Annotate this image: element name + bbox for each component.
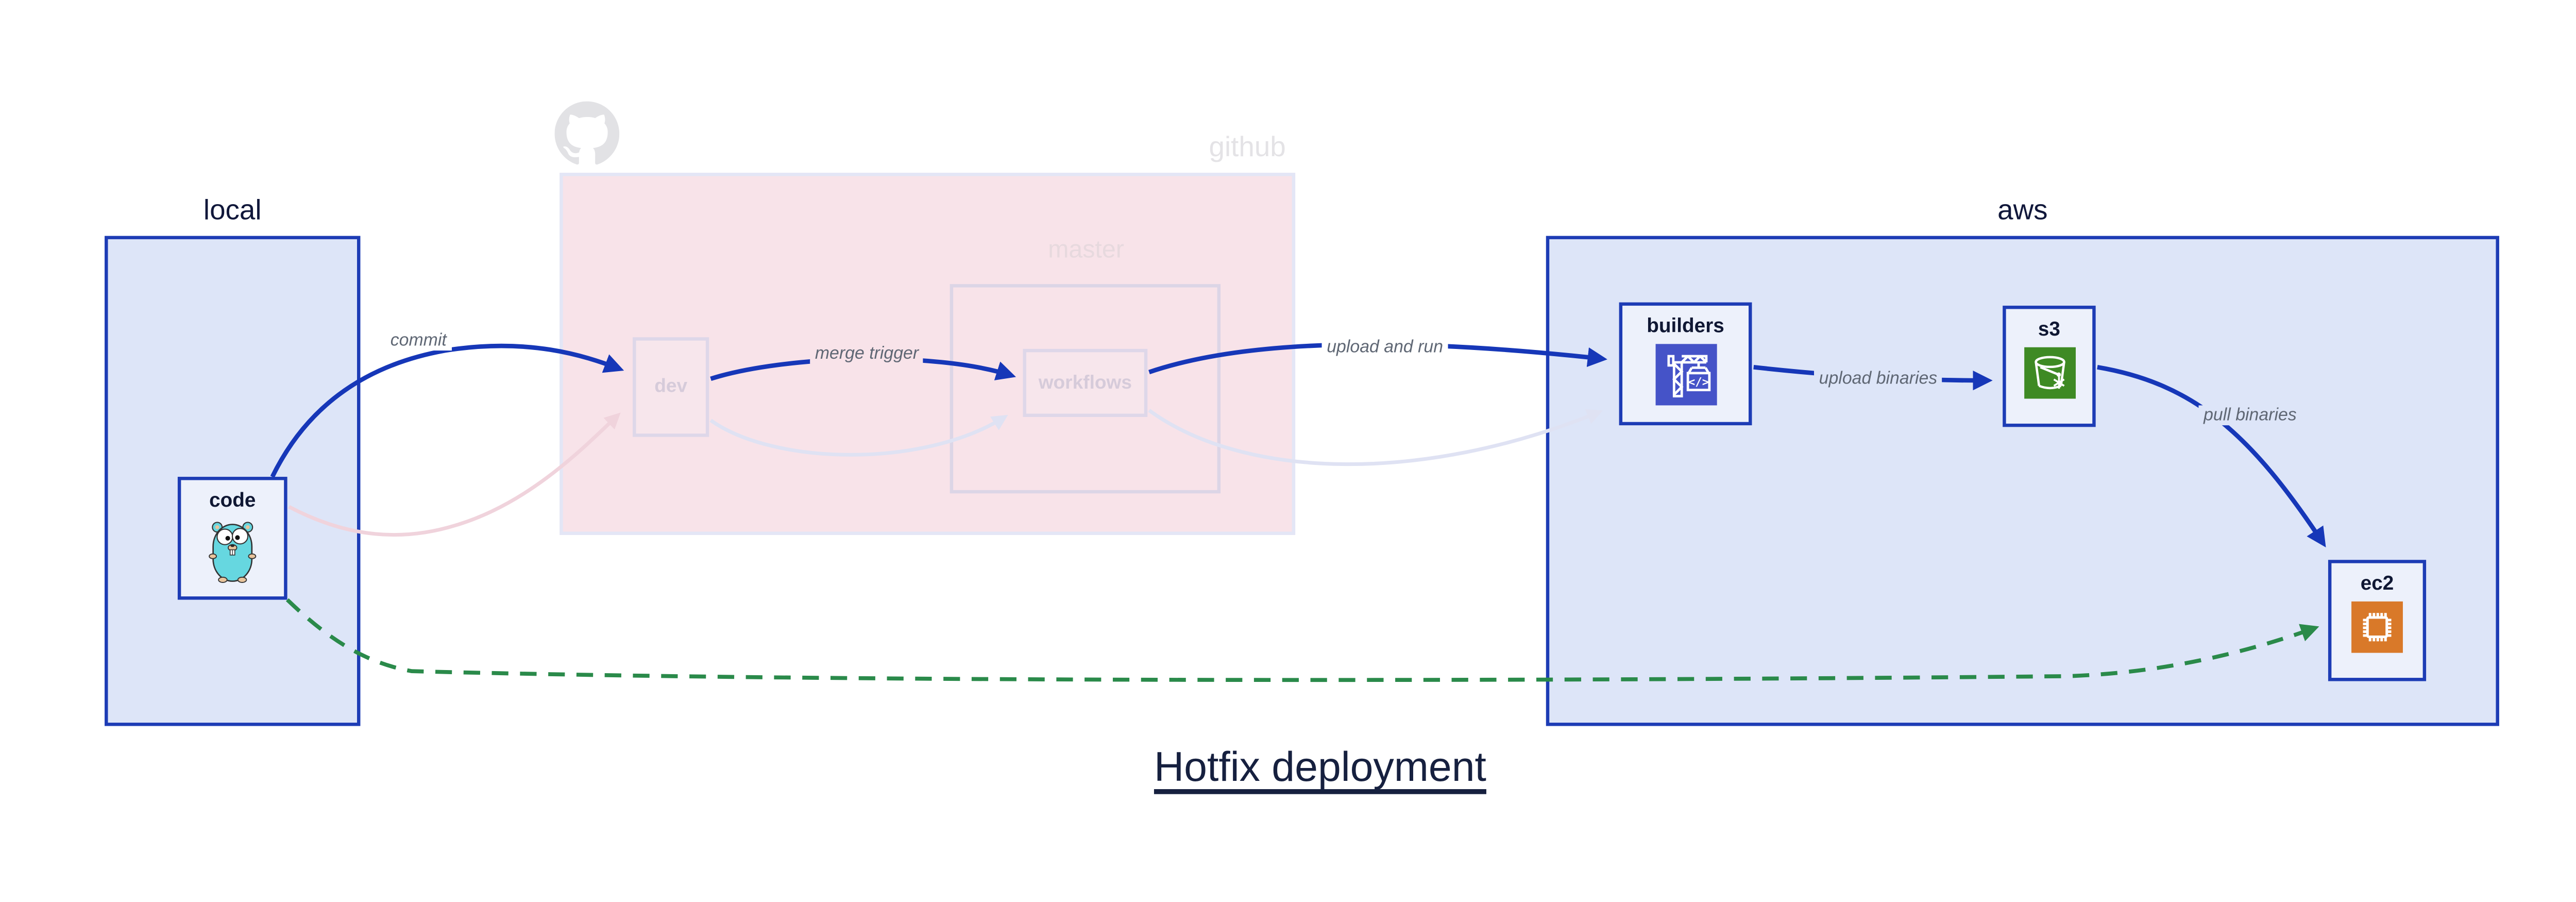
- node-ec2: ec2: [2328, 560, 2427, 681]
- gopher-icon: [208, 519, 258, 592]
- edge-faded-upload-line: [1148, 409, 1603, 466]
- container-aws-label: aws: [1997, 194, 2048, 226]
- edge-pull-binaries-line: [2097, 365, 2326, 547]
- node-workflows: workflows: [1023, 348, 1148, 417]
- page-title: Hotfix deployment: [1154, 744, 1486, 791]
- edge-label-merge-trigger: merge trigger: [810, 344, 924, 364]
- container-master: [950, 284, 1221, 494]
- node-dev-label: dev: [654, 377, 688, 397]
- edge-label-commit: commit: [385, 330, 452, 351]
- edge-hotfix-dashed-line: [285, 598, 2319, 682]
- node-ec2-label: ec2: [2360, 571, 2394, 595]
- node-dev: dev: [633, 337, 709, 437]
- node-code-label: code: [209, 488, 256, 512]
- container-master-label: master: [1048, 236, 1124, 264]
- github-octocat-icon: [554, 101, 620, 175]
- container-local-label: local: [203, 194, 262, 226]
- edge-faded-commit-line: [288, 412, 621, 537]
- ec2-chip-icon: [2351, 601, 2403, 661]
- node-workflows-label: workflows: [1038, 373, 1132, 393]
- edge-faded-merge-line: [709, 414, 1008, 457]
- container-github-label: github: [1209, 131, 1286, 163]
- edge-label-upload-binaries: upload binaries: [1814, 369, 1942, 389]
- codebuild-crane-icon: </>: [1654, 344, 1717, 413]
- node-s3-label: s3: [2038, 317, 2060, 341]
- svg-text:</>: </>: [1687, 376, 1708, 389]
- edge-commit-line: [270, 343, 624, 478]
- node-builders: builders </>: [1619, 302, 1752, 426]
- node-code: code: [177, 477, 287, 600]
- node-builders-label: builders: [1647, 314, 1724, 338]
- edge-label-upload-and-run: upload and run: [1321, 337, 1448, 357]
- node-s3: s3: [2003, 306, 2096, 427]
- edge-label-pull-binaries: pull binaries: [2198, 405, 2302, 426]
- s3-bucket-icon: [2023, 347, 2075, 407]
